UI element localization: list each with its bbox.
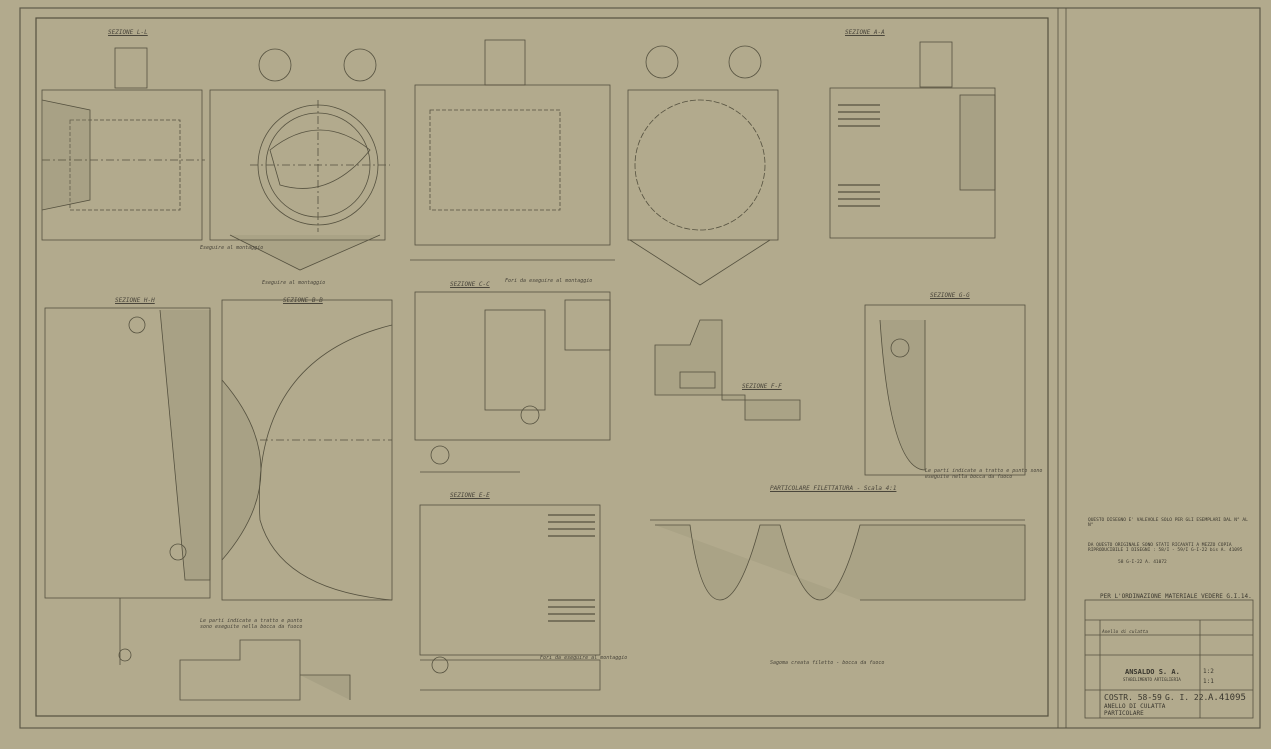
view-section-e-e — [419, 504, 601, 691]
section-label: SEZIONE B-B — [283, 297, 323, 304]
section-label: SEZIONE A-A — [845, 29, 885, 36]
view-rear-circular — [627, 45, 779, 286]
drawing-number: A.41095 — [1208, 693, 1246, 703]
section-label: SEZIONE F-F — [742, 383, 782, 390]
section-label: SEZIONE L-L — [108, 29, 148, 36]
drawing-note: Eseguire al montaggio — [262, 280, 326, 286]
view-thread-detail — [650, 519, 1026, 601]
drawing-note: Sagoma creata filetto - bocca da fuoco — [770, 660, 885, 666]
section-label: SEZIONE E-E — [450, 492, 490, 499]
ordering-note: PER L'ORDINAZIONE MATERIALE VEDERE G.I.1… — [1100, 593, 1252, 600]
section-label: SEZIONE H-H — [115, 297, 155, 304]
drawing-note: Le parti indicate a tratto e punto sono … — [200, 618, 303, 630]
scale-1: 1:2 — [1203, 668, 1214, 675]
view-section-g-g — [864, 304, 1026, 476]
view-front-circular — [209, 48, 390, 271]
part-type: PARTICOLARE — [1104, 710, 1144, 717]
part-name: ANELLO DI CULATTA — [1104, 703, 1166, 710]
drawing-note: Fori da eseguire al montaggio — [505, 278, 593, 284]
company-name: ANSALDO S. A. — [1125, 668, 1180, 676]
section-label: SEZIONE G-G — [930, 292, 970, 299]
title-block-lines — [1084, 599, 1254, 719]
section-label: PARTICOLARE FILETTATURA - Scala 4:1 — [770, 485, 897, 492]
construction-number: COSTR. 58-59 — [1104, 693, 1162, 702]
view-section-c-c — [414, 291, 611, 473]
view-section-b-b — [221, 299, 393, 601]
drawing-note: Eseguire al montaggio — [200, 245, 264, 251]
view-side-section — [410, 39, 615, 261]
scale-2: 1:1 — [1203, 678, 1214, 685]
view-section-a-a — [829, 41, 996, 239]
view-section-f-f — [654, 319, 801, 421]
reproduction-note: DA QUESTO ORIGINALE SONO STATI RICAVATI … — [1088, 543, 1243, 553]
company-sub: STABILIMENTO ARTIGLIERIA — [1123, 677, 1181, 682]
validity-note: QUESTO DISEGNO E' VALEVOLE SOLO PER GLI … — [1088, 518, 1248, 528]
section-label: SEZIONE C-C — [450, 281, 490, 288]
drawing-note: Le parti indicate a tratto e punto sono … — [925, 468, 1043, 480]
view-section-l-l — [41, 47, 205, 241]
group-number: G. I. 22. — [1165, 693, 1209, 702]
part-row: Anello di culatta — [1102, 630, 1149, 635]
view-section-h-h — [44, 307, 211, 665]
reproduction-note-2: 58 G-I-22 A. 41072 — [1118, 560, 1167, 565]
drawing-note: Fori da eseguire al montaggio — [540, 655, 628, 661]
view-small-detail — [179, 639, 351, 701]
